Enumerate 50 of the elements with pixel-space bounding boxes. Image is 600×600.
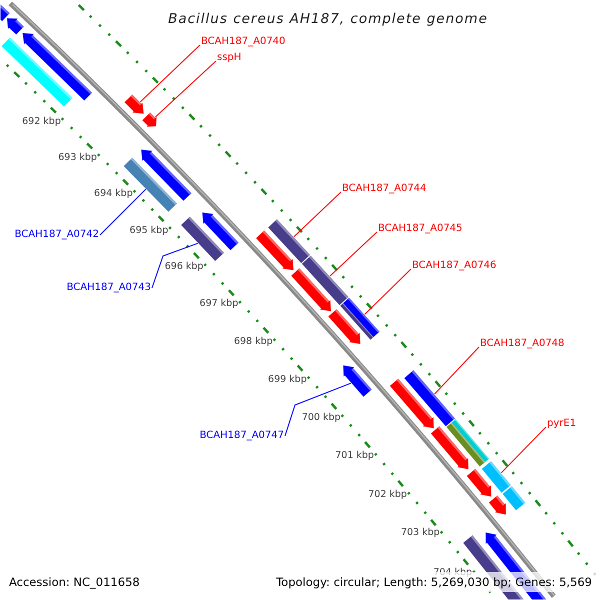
gene-feature	[7, 18, 24, 34]
tick-label: 694 kbp	[94, 188, 133, 200]
leader-line	[100, 188, 146, 236]
leader-line	[284, 382, 352, 436]
tick-label: 695 kbp	[130, 224, 168, 236]
gene-feature	[488, 496, 506, 515]
gene-feature	[141, 150, 192, 201]
gene-feature	[202, 212, 238, 250]
gene-feature	[22, 33, 92, 100]
gene-label: BCAH187_A0745	[378, 223, 462, 235]
tick-label: 699 kbp	[268, 374, 307, 386]
gene-feature	[142, 112, 157, 127]
tick-label: 692 kbp	[22, 116, 61, 128]
tick-label: 702 kbp	[368, 488, 407, 500]
tick-label: 693 kbp	[58, 152, 97, 164]
gene-label: BCAH187_A0742	[14, 229, 99, 241]
tick-label: 700 kbp	[302, 412, 341, 424]
gene-label: BCAH187_A0747	[200, 430, 284, 442]
tick-label: 704 kbp	[433, 566, 472, 578]
gene-feature	[124, 94, 144, 114]
gene-label: sspH	[217, 52, 242, 64]
gene-label: BCAH187_A0746	[412, 260, 496, 272]
tick-label: 701 kbp	[335, 450, 374, 462]
map-title: Bacillus cereus AH187, complete genome	[168, 12, 488, 26]
tick-label: 698 kbp	[234, 336, 273, 348]
tick-label: 696 kbp	[164, 261, 204, 274]
gene-bar	[404, 370, 455, 426]
gene-bar	[268, 219, 310, 264]
gene-feature	[343, 365, 372, 397]
tick-label: 697 kbp	[200, 298, 238, 310]
leader-line	[364, 268, 412, 315]
leader-line	[434, 346, 480, 394]
gene-bar	[452, 419, 489, 462]
leader-line	[152, 242, 198, 288]
gene-label: BCAH187_A0743	[66, 282, 151, 294]
gene-bar	[343, 298, 380, 337]
gene-label: pyrE1	[547, 418, 576, 430]
leader-line	[330, 232, 378, 276]
gene-bar	[482, 461, 511, 493]
gene-label: BCAH187_A0748	[480, 338, 564, 350]
leader-line	[154, 60, 216, 118]
gene-label: BCAH187_A0740	[201, 36, 286, 48]
gene-bar	[0, 4, 10, 22]
leader-line	[293, 192, 342, 238]
tick-label: 703 kbp	[400, 527, 440, 540]
gene-label: BCAH187_A0744	[342, 183, 426, 195]
leader-line	[500, 426, 546, 474]
gene-bar	[502, 486, 526, 510]
gene-feature	[291, 268, 331, 312]
leader-line	[140, 44, 200, 102]
